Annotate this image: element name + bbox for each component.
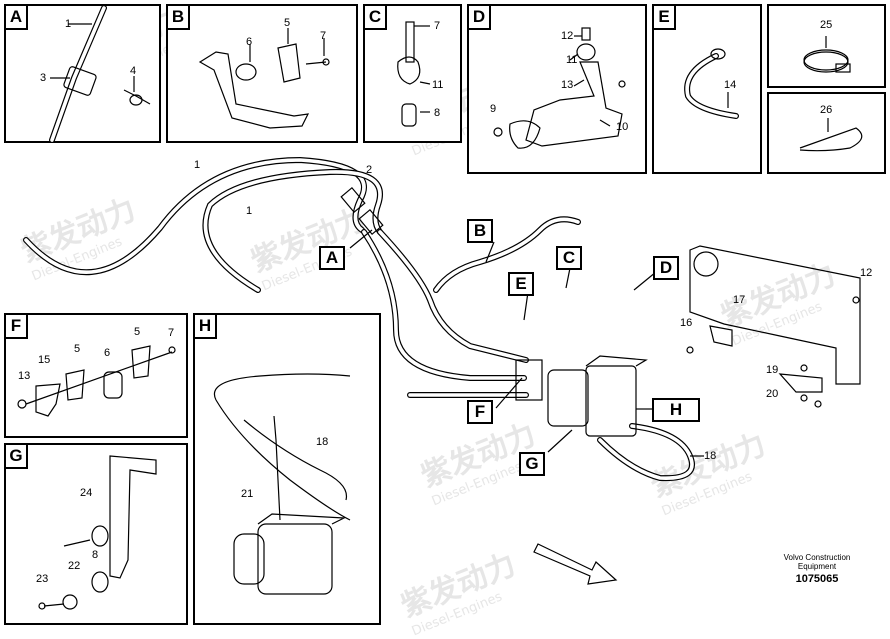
callout: 8: [434, 107, 441, 119]
callout: 18: [316, 436, 329, 448]
panel-a-tag: A: [4, 4, 28, 30]
main-tag-d: D: [653, 256, 679, 280]
callout: 15: [38, 354, 51, 366]
direction-arrow: [533, 543, 618, 585]
callout: 3: [40, 72, 47, 84]
callout: 8: [92, 549, 99, 561]
main-tag-a: A: [319, 246, 345, 270]
panel-e-hose: [684, 48, 739, 119]
callout: 11: [432, 79, 444, 91]
panel-f-tag: F: [4, 313, 28, 339]
panel-b-bracket: [198, 28, 330, 129]
callout: 5: [284, 17, 291, 29]
panel-26-tie: [799, 118, 863, 152]
callout: 26: [820, 104, 833, 116]
panel-a: [4, 4, 161, 143]
credit-line-1: Volvo Construction: [783, 553, 851, 562]
callout: 9: [490, 103, 497, 115]
callout: 10: [616, 121, 629, 133]
panel-d-tag: D: [467, 4, 491, 30]
panel-f: [4, 313, 188, 438]
panel-e: [652, 4, 762, 174]
panel-26: [767, 92, 886, 174]
callout: 13: [561, 79, 574, 91]
callout: 12: [860, 267, 873, 279]
callout: 17: [733, 294, 746, 306]
credit-block: Volvo Construction Equipment 1075065: [762, 553, 872, 585]
credit-line-2: Equipment: [797, 562, 837, 571]
main-tag-e: E: [508, 272, 534, 296]
callout: 6: [246, 36, 253, 48]
callout: 24: [80, 487, 93, 499]
panel-f-parts: [17, 345, 176, 417]
panel-25-clamp: [803, 36, 851, 73]
main-tag-c: C: [556, 246, 582, 270]
callout: 19: [766, 364, 779, 376]
callout: 20: [766, 388, 779, 400]
panel-a-hose: [49, 5, 151, 143]
callout: 1: [194, 159, 201, 171]
panel-b: [166, 4, 358, 143]
callout: 12: [561, 30, 574, 42]
panel-g-parts: [38, 455, 157, 610]
callout: 2: [366, 164, 373, 176]
main-heater: [515, 355, 648, 437]
callout: 14: [724, 79, 737, 91]
callout: 7: [320, 30, 327, 42]
callout: 23: [36, 573, 49, 585]
callout: 7: [168, 327, 175, 339]
callout: 5: [74, 343, 81, 355]
panel-e-tag: E: [652, 4, 676, 30]
callout: 4: [130, 65, 137, 77]
panel-h-parts: [213, 373, 351, 595]
callout: 21: [241, 488, 254, 500]
panel-h-tag: H: [193, 313, 217, 339]
main-tag-g: G: [519, 452, 545, 476]
panel-c-tag: C: [363, 4, 387, 30]
callout: 5: [134, 326, 141, 338]
main-tag-h: H: [652, 398, 700, 422]
callout: 18: [704, 450, 717, 462]
callout: 1: [65, 18, 72, 30]
callout: 1: [246, 205, 253, 217]
callout: 7: [434, 20, 441, 32]
panel-g-tag: G: [4, 443, 28, 469]
drawing-number: 1075065: [795, 573, 839, 585]
panel-d-parts: [493, 27, 626, 149]
main-plate: [686, 245, 861, 408]
callout: 25: [820, 19, 833, 31]
callout: 22: [68, 560, 81, 572]
callout: 11: [566, 54, 578, 66]
callout: 16: [680, 317, 693, 329]
panel-d: [467, 4, 647, 174]
main-tag-f: F: [467, 400, 493, 424]
panel-c-parts: [397, 21, 431, 127]
panel-g: [4, 443, 188, 625]
callout: 13: [18, 370, 31, 382]
main-hoses: [23, 156, 695, 482]
panel-b-tag: B: [166, 4, 190, 30]
callout: 6: [104, 347, 111, 359]
panel-h: [193, 313, 381, 625]
main-tag-b: B: [467, 219, 493, 243]
